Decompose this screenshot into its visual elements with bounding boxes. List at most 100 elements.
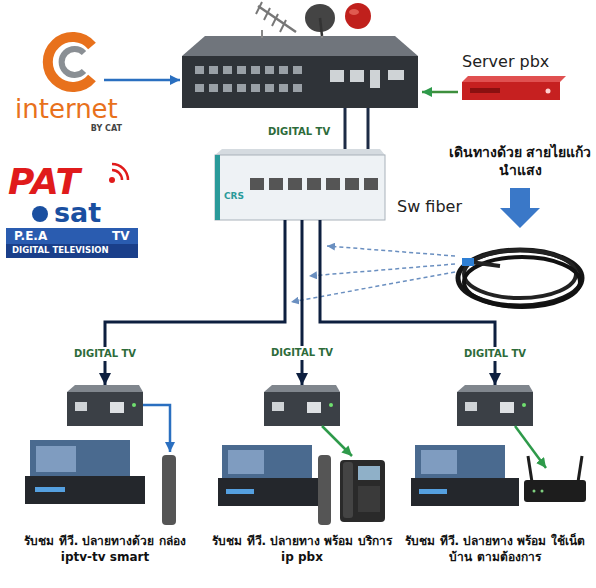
endpoint-middle: [322, 426, 352, 456]
fiber-switch: [269, 178, 283, 190]
headend-device: [251, 66, 260, 74]
fiber-switch: Sw fiber: [215, 155, 385, 220]
internet-logo: [104, 79, 180, 82]
endpoint-right: [522, 403, 526, 407]
fiber-cable: [327, 246, 455, 256]
endpoint-box: รับชม ทีวี. ปลายทาง พร้อม ใช้เน็ตบ้าน ตา…: [405, 385, 585, 565]
headend-device: [350, 70, 364, 82]
headend-device: [261, 30, 263, 38]
endpoint-left: [30, 440, 130, 478]
headend-to-switch-wires: [367, 108, 370, 155]
endpoint-left: [25, 385, 176, 525]
headend-device: [279, 66, 288, 74]
headend-to-switch-wires: [345, 108, 368, 155]
endpoint-middle: [228, 450, 264, 474]
endpoint-right: [578, 456, 582, 482]
digital-tv-logo: DIGITAL TV: [461, 347, 529, 361]
endpoint-box: รับชม ทีวี. ปลายทางด้วย กล่อง iptv-tv sm…: [15, 385, 195, 565]
headend-device: [388, 70, 404, 80]
antenna-icons: [272, 14, 278, 26]
endpoint-middle: [340, 460, 385, 522]
patsat-logo: [32, 206, 48, 222]
headend-device: [223, 84, 232, 92]
endpoint-left: [25, 476, 145, 504]
fiber-switch: [307, 178, 321, 190]
internet-logo: [62, 49, 84, 75]
logo-band-text: DIGITAL TELEVISION: [12, 246, 109, 255]
fiber-switch: [215, 155, 385, 220]
internet-logo: [48, 37, 180, 87]
endpoint-right: [515, 426, 546, 468]
headend-device: [182, 36, 418, 56]
device-label: Sw fiber: [397, 197, 462, 216]
endpoint-right: [533, 490, 536, 493]
internet-logo-box: internetBY CAT: [15, 95, 140, 133]
endpoint-middle: [272, 402, 284, 411]
headend-device: [265, 84, 274, 92]
patsat-logo: [6, 244, 138, 258]
antenna-icons: [264, 8, 270, 20]
fiber-switch: [215, 149, 385, 155]
endpoint-right: [465, 402, 477, 411]
endpoint-middle: [264, 392, 340, 426]
internet-logo: [48, 37, 92, 87]
digital-tv-logo: DIGITAL TV: [71, 347, 139, 361]
digital-tv-logo: DIGITAL TV: [268, 126, 330, 138]
fiber-switch: [288, 178, 302, 190]
pbx-server: [422, 76, 566, 100]
endpoint-right: [411, 385, 586, 506]
endpoint-left: [35, 487, 65, 492]
caption-text: รับชม ทีวี. ปลายทาง พร้อม บริการ ip pbx: [212, 533, 392, 565]
endpoint-middle: [358, 466, 380, 480]
antenna-icons: [345, 3, 371, 29]
fiber-cable: [291, 272, 455, 302]
endpoint-middle: [222, 445, 312, 481]
patsat-logo: [6, 228, 138, 244]
endpoint-left: [110, 402, 124, 413]
fiber-switch: [364, 178, 378, 190]
endpoint-right: [524, 480, 586, 502]
headend-device: [209, 66, 218, 74]
headend-device: [370, 70, 380, 88]
endpoint-middle: [264, 385, 340, 392]
endpoint-right: [419, 489, 447, 494]
headend-device: [330, 70, 344, 82]
fiber-cable: [500, 188, 540, 228]
antenna-icons: [349, 9, 359, 15]
headend-device: [195, 66, 204, 74]
pbx-server: [462, 76, 566, 82]
endpoint-box: รับชม ทีวี. ปลายทาง พร้อม บริการ ip pbx: [212, 385, 392, 565]
fiber-cable: [309, 264, 455, 276]
endpoint-right: [411, 478, 519, 506]
fiber-cable: [464, 257, 580, 307]
endpoint-right: [500, 402, 514, 413]
headend-device: [293, 66, 302, 74]
endpoint-left: [67, 385, 143, 392]
headend-device: [237, 66, 246, 74]
antenna-icons: [256, 2, 371, 36]
headend-device: [237, 84, 246, 92]
brand-mark: CRS: [224, 192, 244, 201]
endpoint-middle: [343, 462, 353, 518]
fiber-cable: [470, 262, 500, 266]
endpoint-right: [528, 456, 532, 482]
endpoint-left: [132, 403, 136, 407]
patsat-logo: [112, 164, 128, 180]
endpoint-middle: [358, 486, 380, 512]
caption-text: รับชม ทีวี. ปลายทาง พร้อม ใช้เน็ตบ้าน ตา…: [405, 533, 585, 565]
pbx-server: [470, 88, 500, 93]
endpoint-left: [36, 446, 76, 472]
fiber-connector: [301, 220, 304, 385]
endpoint-left: [162, 455, 176, 525]
caption-text: รับชม ทีวี. ปลายทางด้วย กล่อง iptv-tv sm…: [15, 533, 195, 565]
pbx-server: [462, 82, 560, 100]
fiber-switch: [326, 178, 340, 190]
fiber-switch: [215, 149, 385, 220]
endpoint-right: [457, 385, 533, 392]
digital-tv-logo: DIGITAL TV: [268, 346, 336, 360]
patsat-logo: [109, 177, 115, 183]
headend-device: [293, 84, 302, 92]
